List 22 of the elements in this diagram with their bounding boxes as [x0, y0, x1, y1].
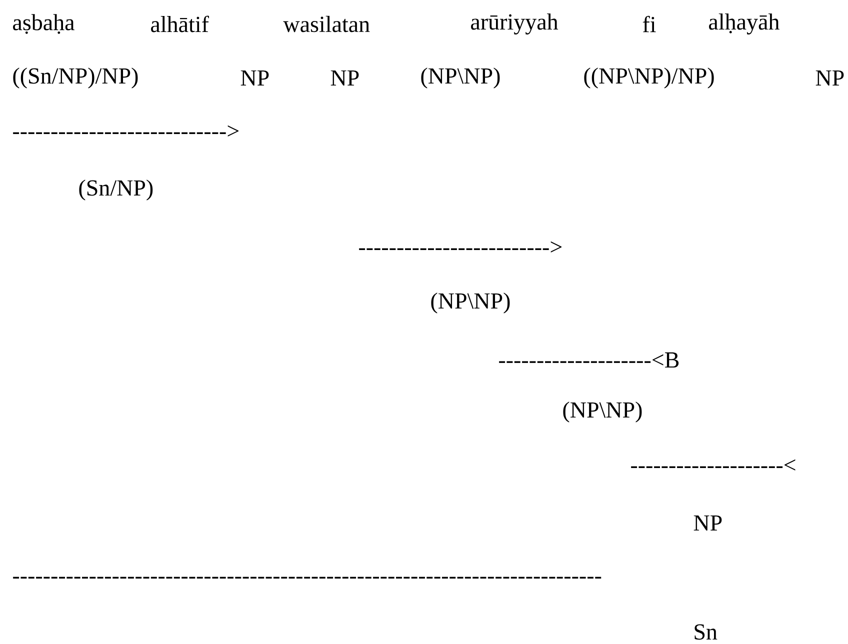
category-label: NP	[694, 515, 722, 531]
category-label: NP	[816, 70, 844, 86]
derivation-rule: -----------------------------------------------------------------------------	[13, 576, 602, 579]
derivation-rule: --------------------<	[631, 459, 796, 470]
category-label: ((Sn/NP)/NP)	[13, 68, 138, 88]
category-label: Sn	[694, 624, 718, 640]
category-label: (Sn/NP)	[79, 180, 153, 200]
word: wasilatan	[283, 16, 370, 32]
category-label: (NP\NP)	[421, 68, 500, 88]
word: alhātif	[151, 16, 209, 32]
category-label: ((NP\NP)/NP)	[584, 68, 714, 88]
category-label: NP	[330, 70, 359, 86]
word: alḥayāh	[709, 14, 780, 34]
category-label: (NP\NP)	[431, 292, 510, 314]
category-label: (NP\NP)	[563, 402, 642, 422]
derivation-rule: ------------------------->	[359, 241, 562, 252]
derivation-rule: ---------------------------->	[13, 125, 239, 136]
word: arūriyyah	[471, 14, 558, 34]
derivation-rule: --------------------<B	[499, 352, 679, 368]
word: aṣbaḥa	[13, 14, 74, 34]
word: fi	[642, 16, 656, 32]
category-label: NP	[240, 70, 269, 86]
